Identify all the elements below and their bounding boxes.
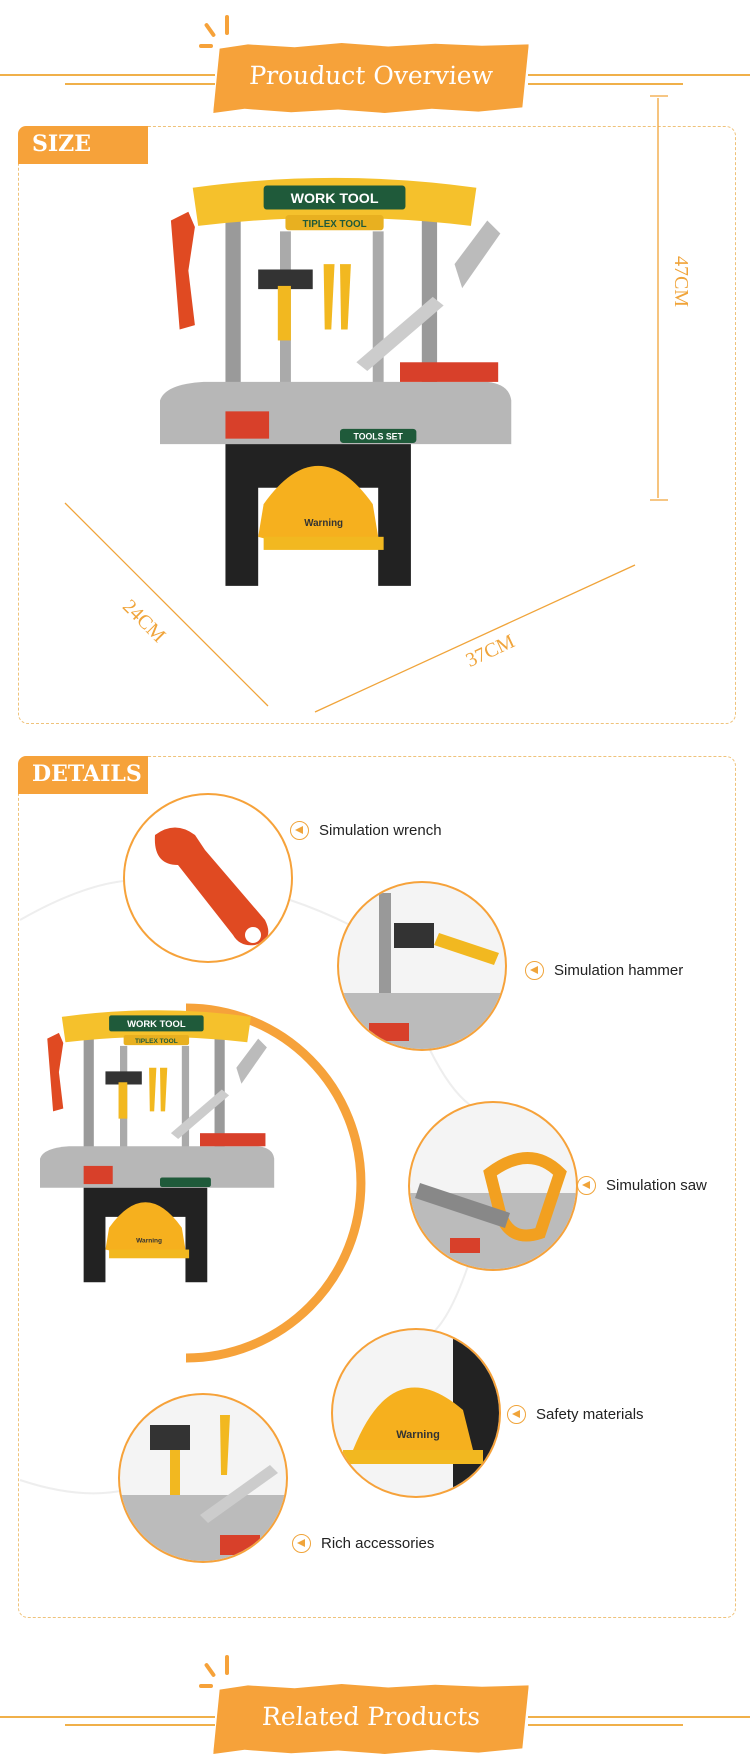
sub-sign-text: TIPLEX TOOL xyxy=(135,1038,178,1045)
arrow-left-icon xyxy=(525,961,544,980)
top-sign-text: WORK TOOL xyxy=(291,191,379,207)
arrow-left-icon xyxy=(507,1405,526,1424)
size-tag: SIZE xyxy=(18,126,148,164)
spark-decoration xyxy=(225,15,229,35)
product-image: WORK TOOL TIPLEX TOOL TOOLS SET Warning xyxy=(160,177,512,586)
divider xyxy=(0,1716,215,1718)
arrow-left-icon xyxy=(577,1176,596,1195)
helmet-text: Warning xyxy=(396,1429,440,1441)
detail-wrench-image xyxy=(123,793,293,963)
details-section xyxy=(18,756,736,1618)
spark-decoration xyxy=(225,1655,229,1675)
detail-label-helmet: Safety materials xyxy=(507,1405,644,1424)
detail-hammer-image xyxy=(337,881,507,1051)
label-text: Simulation hammer xyxy=(554,962,684,979)
arrow-left-icon xyxy=(292,1534,311,1553)
label-text: Simulation wrench xyxy=(319,822,442,839)
label-text: Simulation saw xyxy=(606,1177,707,1194)
label-text: Rich accessories xyxy=(321,1535,435,1552)
dimension-lines xyxy=(64,95,668,713)
detail-label-saw: Simulation saw xyxy=(577,1176,707,1195)
section-title-related: Related Products xyxy=(213,1684,529,1754)
divider xyxy=(65,1724,215,1726)
sub-sign-text: TIPLEX TOOL xyxy=(303,219,367,230)
details-tag: DETAILS xyxy=(18,756,148,794)
divider xyxy=(0,74,215,76)
arrow-left-icon xyxy=(290,821,309,840)
spark-decoration xyxy=(199,44,213,48)
height-dimension: 47CM xyxy=(670,255,693,308)
spark-decoration xyxy=(203,1662,217,1678)
helmet-text: Warning xyxy=(136,1237,162,1244)
divider xyxy=(528,1716,750,1718)
divider xyxy=(528,74,750,76)
detail-saw-image xyxy=(408,1101,578,1271)
top-sign-text: WORK TOOL xyxy=(127,1019,186,1030)
detail-label-accessories: Rich accessories xyxy=(292,1534,434,1553)
divider xyxy=(528,83,683,85)
detail-label-wrench: Simulation wrench xyxy=(290,821,442,840)
size-section xyxy=(18,126,736,724)
detail-accessories-image xyxy=(118,1393,288,1563)
detail-label-hammer: Simulation hammer xyxy=(525,961,683,980)
helmet-text: Warning xyxy=(304,518,343,529)
bench-label-text: TOOLS SET xyxy=(354,432,404,442)
spark-decoration xyxy=(199,1684,213,1688)
detail-helmet-image: Warning xyxy=(331,1328,501,1498)
divider xyxy=(528,1724,683,1726)
product-image-main: WORK TOOL TIPLEX TOOL Warning xyxy=(40,1010,275,1283)
label-text: Safety materials xyxy=(536,1406,644,1423)
divider xyxy=(65,83,215,85)
